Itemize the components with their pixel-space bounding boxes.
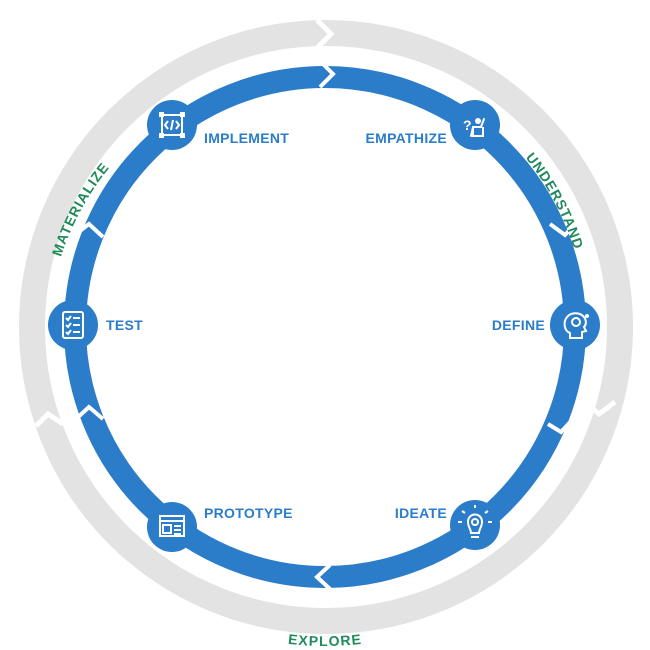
outer-phase-ring [19, 18, 633, 634]
stage-node-empathize[interactable]: ? EMPATHIZE [365, 100, 500, 150]
stage-label-implement: IMPLEMENT [204, 130, 289, 146]
stage-label-ideate: IDEATE [395, 505, 447, 521]
stage-label-prototype: PROTOTYPE [204, 505, 293, 521]
stage-node-test[interactable]: TEST [48, 300, 143, 350]
stage-node-ideate[interactable]: IDEATE [395, 500, 500, 550]
lightbulb-gear-icon [458, 505, 492, 538]
ring-chevron [548, 219, 580, 238]
stage-label-test: TEST [106, 317, 143, 333]
code-frame-icon [159, 112, 185, 138]
svg-text:?: ? [463, 117, 472, 133]
outer-chevron [315, 18, 335, 50]
checklist-icon [62, 311, 84, 339]
stage-node-implement[interactable]: IMPLEMENT [147, 100, 289, 150]
ring-chevron [74, 221, 105, 239]
stage-label-define: DEFINE [492, 317, 545, 333]
person-question-icon: ? [463, 117, 485, 137]
ring-chevron [546, 417, 575, 435]
outer-chevron [34, 410, 65, 428]
outer-chevron [581, 398, 617, 418]
ring-chevron [314, 563, 332, 591]
stage-label-empathize: EMPATHIZE [365, 130, 447, 146]
head-gear-icon [563, 312, 589, 339]
ring-chevron [318, 59, 336, 89]
stage-node-define[interactable]: DEFINE [492, 300, 600, 350]
wireframe-icon [159, 515, 185, 537]
ring-chevron [74, 404, 105, 421]
stage-node-prototype[interactable]: PROTOTYPE [147, 502, 293, 552]
phase-label-explore: EXPLORE [287, 631, 362, 649]
